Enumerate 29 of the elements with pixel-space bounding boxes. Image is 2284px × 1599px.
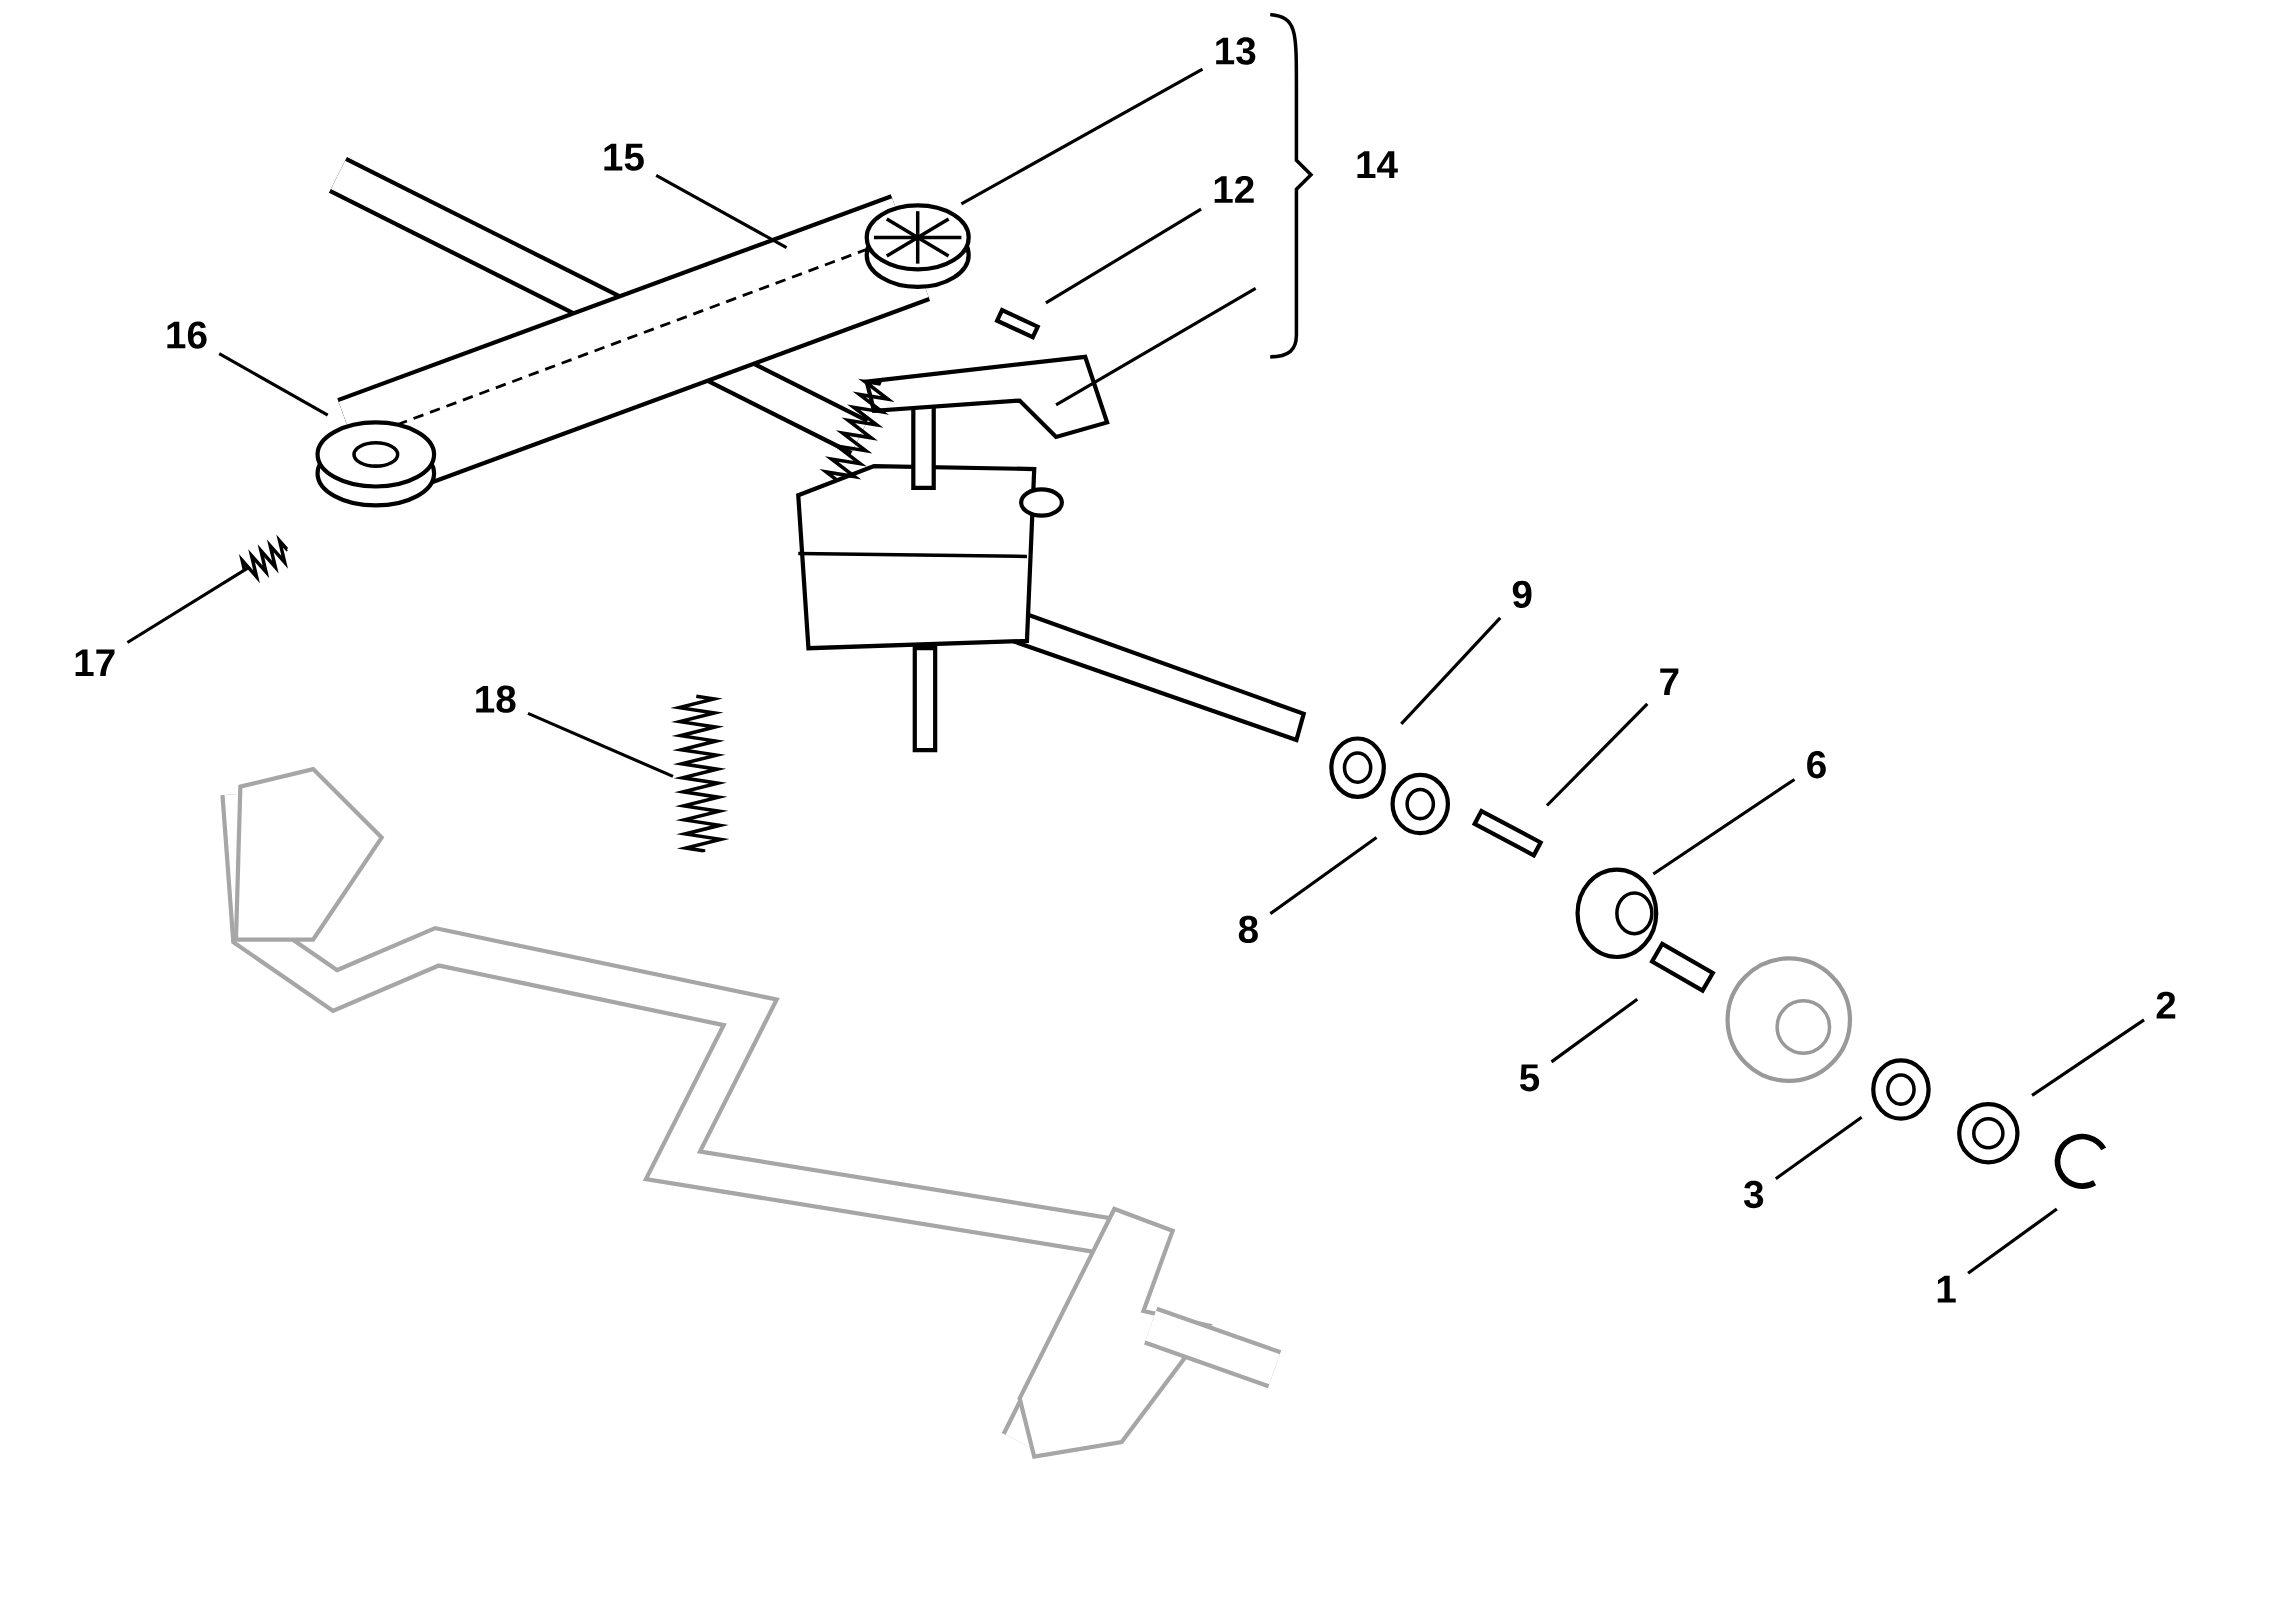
leader-line <box>655 173 788 249</box>
leader-line <box>2031 1018 2145 1097</box>
leader-line <box>126 566 249 644</box>
callout-number: 1 <box>1937 1275 1956 1303</box>
callout-number: 9 <box>1512 580 1532 608</box>
callout-number: 16 <box>167 321 207 349</box>
leader-line <box>1545 702 1649 807</box>
callout-number: 14 <box>1357 151 1398 178</box>
callout-number: 15 <box>604 143 644 171</box>
leader-line <box>960 67 1204 206</box>
leader-line <box>1269 836 1378 915</box>
leader-line <box>1774 1115 1863 1180</box>
callout-number: 8 <box>1238 915 1258 943</box>
leader-line <box>1045 207 1202 305</box>
callout-number: 7 <box>1660 668 1679 695</box>
leader-line <box>218 352 329 417</box>
callout-number: 12 <box>1214 175 1254 203</box>
leader-line <box>527 711 674 778</box>
callout-number: 18 <box>476 685 516 713</box>
leader-line <box>1400 616 1502 725</box>
leader-line <box>1967 1207 2058 1275</box>
callout-number: 6 <box>1807 750 1826 779</box>
callout-number: 13 <box>1216 37 1256 65</box>
callout-number: 3 <box>1743 1180 1764 1208</box>
leader-line <box>1550 997 1639 1063</box>
callout-number: 2 <box>2156 991 2176 1019</box>
callout-number: 17 <box>75 649 115 676</box>
callout-number: 5 <box>1519 1064 1540 1092</box>
leader-line <box>1652 777 1796 876</box>
